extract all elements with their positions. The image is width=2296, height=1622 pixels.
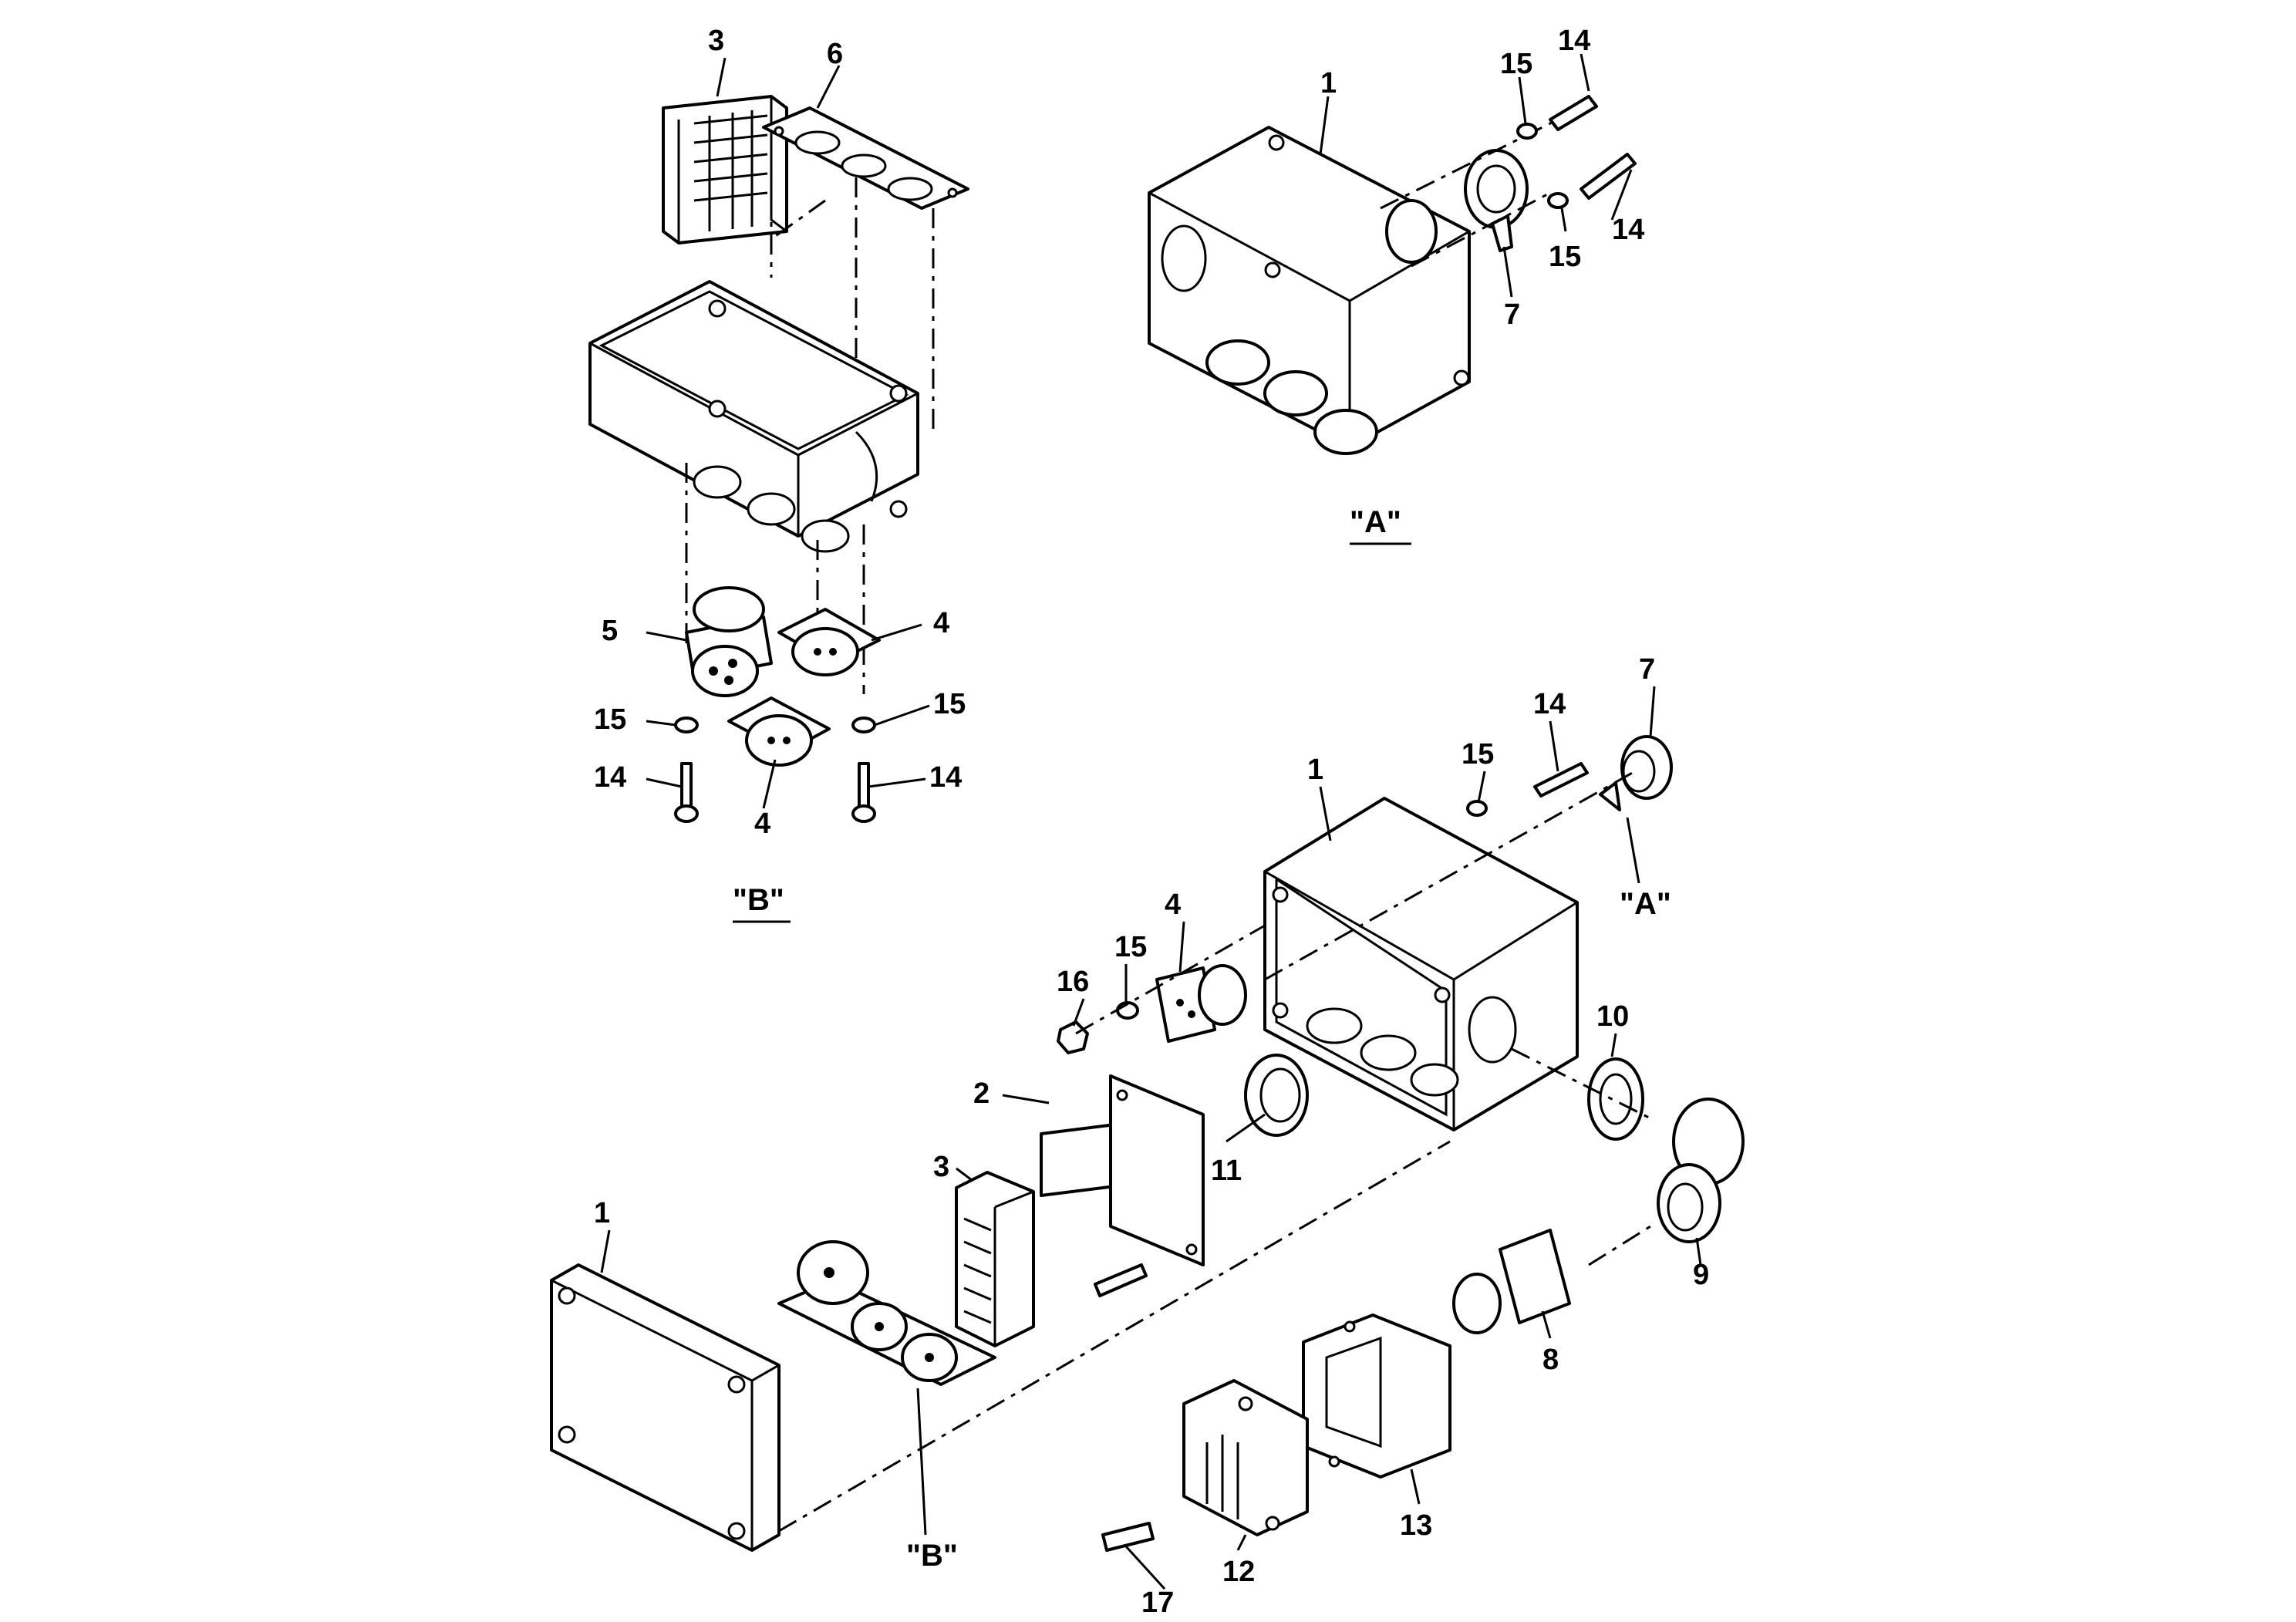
gland-9 bbox=[1657, 1098, 1745, 1243]
plate-2 bbox=[1040, 1074, 1205, 1266]
callout-7-cap-a: 7 bbox=[1504, 298, 1520, 331]
view-b-title: "B" bbox=[733, 883, 784, 917]
view-a-assembly: 1 15 14 14 15 7 "A" bbox=[1148, 25, 1644, 545]
cap-7 bbox=[1599, 735, 1673, 811]
callout-15-washer-top: 15 bbox=[1462, 738, 1494, 771]
callout-3-terminal-block: 3 bbox=[708, 25, 724, 57]
callout-12-insert: 12 bbox=[1222, 1556, 1255, 1588]
connector-4-main bbox=[1155, 964, 1247, 1043]
view-b-assembly: 3 6 5 4 15 15 14 14 4 "B" bbox=[588, 25, 969, 923]
ref-a-label: "A" bbox=[1620, 887, 1671, 921]
housing-view-a bbox=[1148, 126, 1471, 455]
terminal-block-main bbox=[955, 1171, 1035, 1347]
screw-14-top bbox=[1533, 762, 1589, 798]
callout-5-connector: 5 bbox=[602, 615, 618, 647]
callout-17-pin: 17 bbox=[1141, 1587, 1174, 1619]
callout-11-nut: 11 bbox=[1211, 1155, 1242, 1187]
callout-13-hood: 13 bbox=[1400, 1509, 1432, 1542]
screw-a-top bbox=[1549, 95, 1598, 131]
callout-7-cap: 7 bbox=[1639, 653, 1655, 686]
callout-3-terminal-block-main: 3 bbox=[933, 1151, 949, 1183]
callout-15-washer-main: 15 bbox=[1114, 931, 1147, 963]
hood-13 bbox=[1302, 1313, 1451, 1479]
callout-14-screw-top: 14 bbox=[1533, 688, 1566, 720]
callout-14-screw-left: 14 bbox=[594, 761, 626, 794]
connector-assembly-a bbox=[1385, 149, 1529, 264]
main-exploded-view: 1 15 14 7 "A" 16 15 4 2 3 11 10 9 8 13 1… bbox=[550, 653, 1745, 1619]
screw-right bbox=[851, 762, 876, 823]
screw-plate bbox=[1094, 1263, 1148, 1297]
callout-16-nut: 16 bbox=[1057, 966, 1089, 998]
reducer-8 bbox=[1452, 1229, 1571, 1334]
callout-4-connector-main: 4 bbox=[1165, 889, 1181, 921]
callout-8-reducer: 8 bbox=[1542, 1344, 1559, 1376]
view-a-title: "A" bbox=[1350, 505, 1401, 539]
callout-14-screw-a-bottom: 14 bbox=[1612, 214, 1644, 246]
callout-1-housing-main: 1 bbox=[1307, 754, 1323, 786]
callout-15-washer-right: 15 bbox=[933, 688, 966, 720]
callout-6-mounting-plate: 6 bbox=[827, 38, 843, 70]
terminal-block bbox=[662, 95, 788, 244]
callout-14-screw-right: 14 bbox=[929, 761, 962, 794]
nut-11 bbox=[1244, 1054, 1309, 1137]
washer-left bbox=[674, 717, 699, 733]
washer-a-bottom bbox=[1547, 192, 1569, 209]
cover-1 bbox=[550, 1263, 781, 1552]
connector-4-bottom bbox=[727, 696, 831, 767]
callout-1-housing-a: 1 bbox=[1320, 67, 1337, 99]
callout-14-screw-a-top: 14 bbox=[1558, 25, 1590, 57]
callout-1-cover: 1 bbox=[594, 1197, 610, 1229]
socket-assembly bbox=[777, 1240, 996, 1386]
insert-12 bbox=[1182, 1379, 1309, 1536]
callout-15-washer-a-bottom: 15 bbox=[1549, 241, 1581, 273]
connector-5 bbox=[685, 586, 773, 697]
connector-4-right bbox=[777, 608, 881, 676]
ref-b-label: "B" bbox=[906, 1539, 958, 1573]
washer-15-top bbox=[1466, 800, 1488, 817]
washer-right bbox=[851, 717, 876, 733]
callout-9-gland: 9 bbox=[1693, 1259, 1709, 1291]
pin-17 bbox=[1101, 1522, 1155, 1552]
callout-2-plate: 2 bbox=[973, 1077, 990, 1110]
callout-15-washer-a-top: 15 bbox=[1500, 48, 1532, 80]
callout-10-gasket: 10 bbox=[1596, 1000, 1629, 1033]
housing-view-b bbox=[588, 280, 919, 553]
callout-15-washer-left: 15 bbox=[594, 703, 626, 736]
housing-main bbox=[1263, 797, 1579, 1131]
screw-a-bottom bbox=[1580, 153, 1637, 200]
mounting-plate bbox=[762, 106, 969, 210]
callout-4-connector-right: 4 bbox=[933, 607, 949, 639]
nut-16 bbox=[1057, 1020, 1089, 1054]
washer-a-top bbox=[1516, 123, 1538, 140]
callout-4-connector-bottom: 4 bbox=[754, 808, 770, 840]
screw-left bbox=[674, 762, 699, 823]
